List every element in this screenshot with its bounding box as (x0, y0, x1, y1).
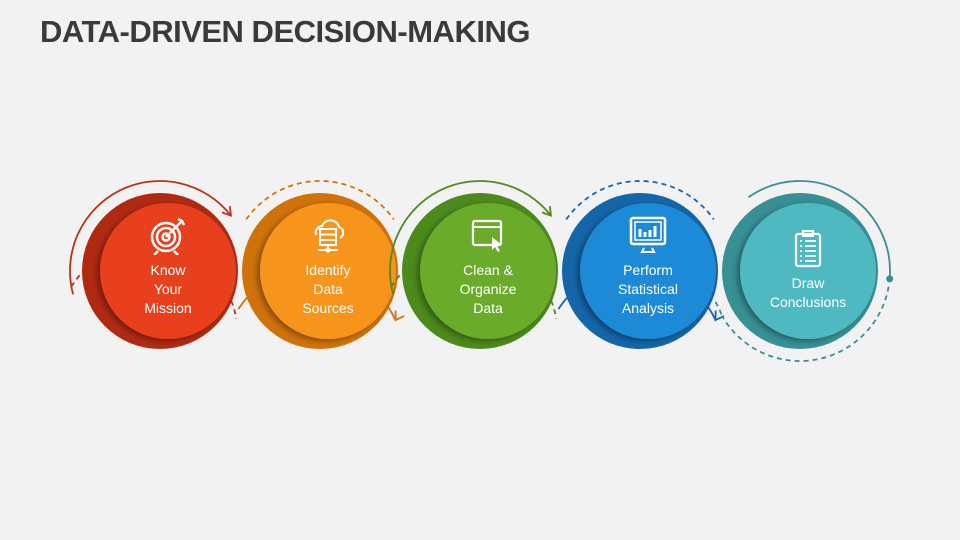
target-icon (150, 217, 186, 255)
end-dot (886, 275, 894, 283)
step-circle-5 (722, 193, 878, 349)
arrowhead-icon (541, 206, 552, 217)
step-circle-4 (562, 193, 718, 349)
browser-cursor-icon (471, 219, 503, 252)
clipboard-icon (794, 230, 822, 268)
slide-title: DATA-DRIVEN DECISION-MAKING (40, 14, 530, 49)
top-flow-arc (747, 180, 891, 279)
step-circle-3 (402, 193, 558, 349)
top-flow-arc (389, 180, 552, 295)
step-circle-2 (242, 193, 398, 349)
arrowhead-icon (394, 310, 405, 322)
step-circle-1 (82, 193, 238, 349)
arrowhead-icon (714, 310, 725, 322)
top-flow-arc (69, 180, 232, 295)
arrowhead-icon (221, 206, 232, 217)
cloud-server-icon (314, 219, 345, 253)
bottom-dashed-arc (721, 286, 890, 362)
bottom-dashed-arc (714, 301, 723, 317)
monitor-chart-icon (629, 216, 667, 253)
